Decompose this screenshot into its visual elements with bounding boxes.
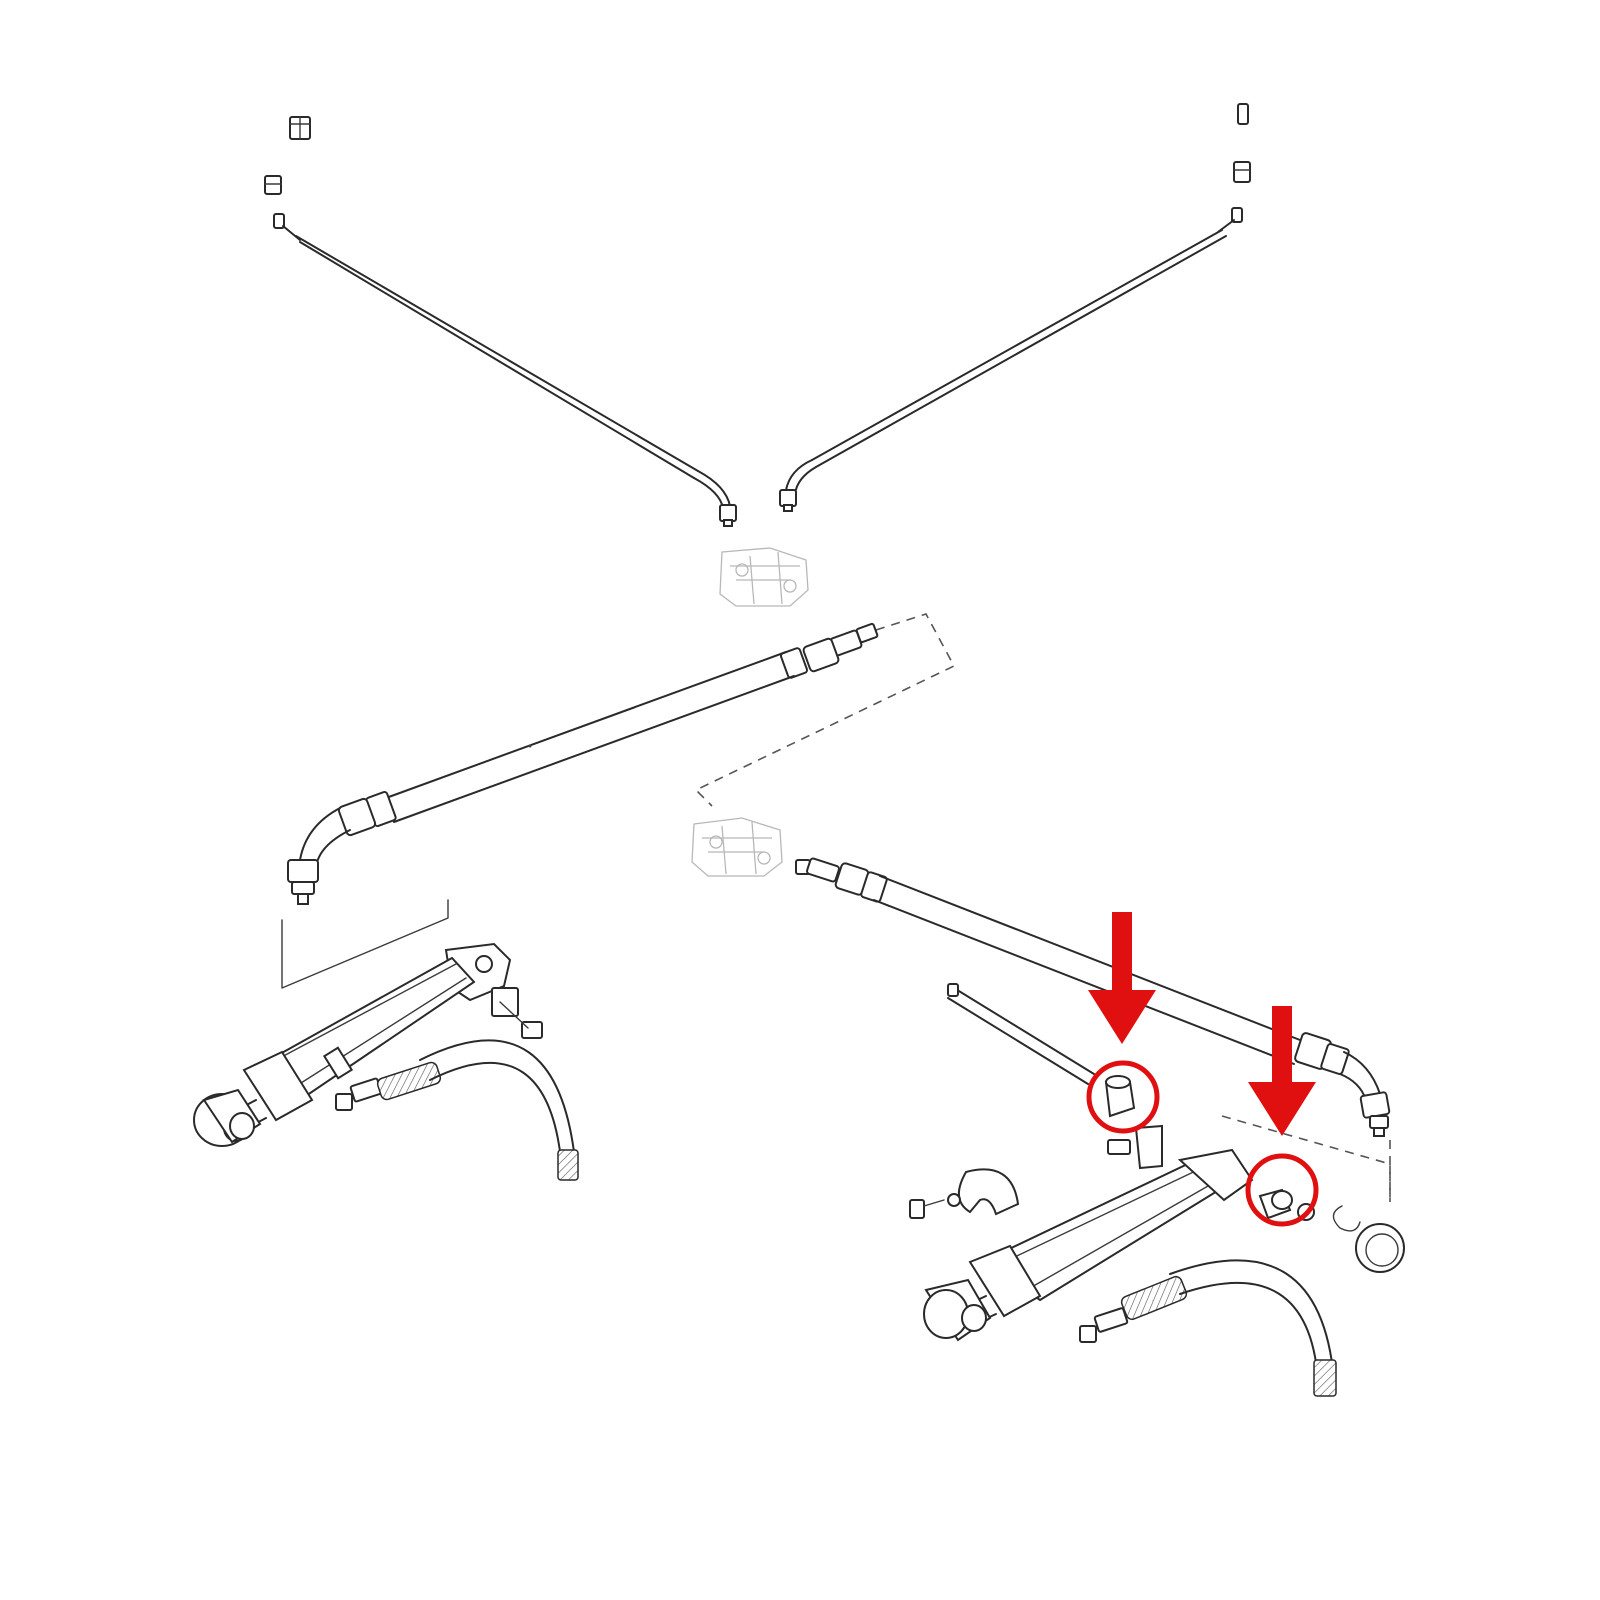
- dashed-connection-upper: [694, 613, 956, 807]
- highlight-bushing-upper: [1086, 1060, 1160, 1134]
- right-cylinder-assembly: [909, 983, 1405, 1397]
- middle-hose: [287, 622, 879, 905]
- hose-end-top-right: [1217, 207, 1243, 233]
- top-right-hose: [779, 103, 1251, 512]
- red-arrow-upper: [1088, 912, 1156, 1044]
- red-arrow-lower: [1248, 1006, 1316, 1136]
- left-cylinder-assembly: [193, 942, 579, 1181]
- dashed-connection-lower: [1221, 1115, 1391, 1202]
- fitting-adapter-top-left: [264, 175, 282, 195]
- highlight-bushing-lower: [1245, 1153, 1319, 1227]
- ghost-valve-block-lower: [691, 817, 783, 877]
- top-left-hose: [264, 116, 737, 527]
- lower-right-hose: [795, 857, 1391, 1137]
- fitting-adapter-top-right: [1233, 161, 1251, 183]
- bracket-outline-left: [281, 899, 449, 989]
- ghost-valve-block-upper: [719, 547, 809, 607]
- fitting-nut-top-left: [289, 116, 311, 140]
- fitting-small-top-right: [1237, 103, 1249, 125]
